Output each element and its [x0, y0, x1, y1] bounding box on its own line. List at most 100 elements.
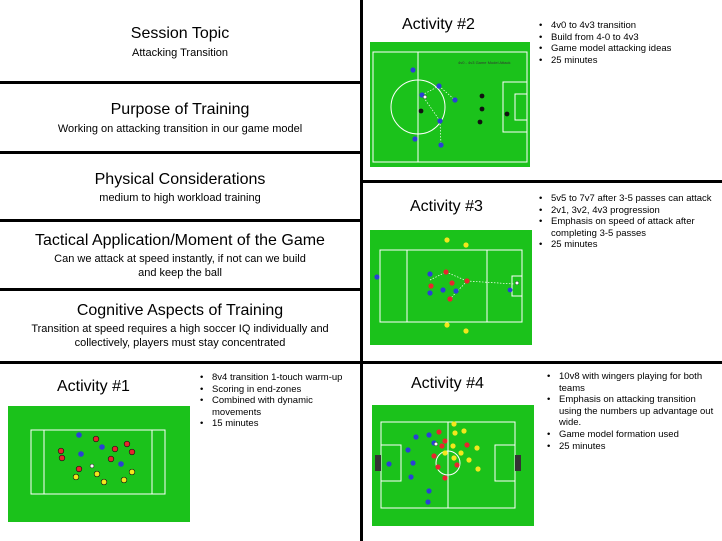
activity-1-diagram [8, 406, 190, 522]
player-marker [507, 287, 513, 293]
player-marker [93, 470, 101, 478]
bullet-item: Game model attacking ideas [537, 43, 717, 55]
player-marker [452, 97, 458, 103]
player-marker [120, 476, 128, 484]
player-marker [452, 430, 458, 436]
bullet-item: 10v8 with wingers playing for both teams [545, 371, 717, 394]
purpose-title: Purpose of Training [110, 101, 250, 118]
player-marker [425, 499, 431, 505]
activity-2-diagram: 4v0 - 4v3 Game Model Attack [370, 42, 530, 167]
player-marker [479, 93, 485, 99]
player-marker [78, 451, 84, 457]
player-marker [118, 461, 124, 467]
player-marker [75, 465, 83, 473]
player-marker [436, 429, 442, 435]
player-marker [123, 440, 131, 448]
activity-2-players [410, 67, 510, 148]
player-marker [423, 95, 428, 100]
activity-4-diagram [372, 405, 534, 526]
player-marker [442, 450, 448, 456]
player-marker [450, 443, 456, 449]
player-marker [458, 450, 464, 456]
player-marker [128, 468, 136, 476]
player-marker [504, 111, 510, 117]
activity-2-diagram-caption: 4v0 - 4v3 Game Model Attack [458, 60, 510, 65]
bullet-item: 5v5 to 7v7 after 3-5 passes can attack [537, 193, 717, 205]
player-marker [427, 271, 433, 277]
player-marker [442, 438, 448, 444]
bullet-item: Game model formation used [545, 429, 717, 441]
bullet-item: 8v4 transition 1-touch warm-up [198, 372, 356, 384]
tactical-title: Tactical Application/Moment of the Game [35, 232, 325, 249]
player-marker [58, 454, 66, 462]
bullet-item: Emphasis on attacking transition using t… [545, 394, 717, 429]
player-marker [437, 118, 443, 124]
cognitive-value-line2: collectively, players must stay concentr… [74, 337, 286, 349]
player-marker [111, 445, 119, 453]
activity-1-players [57, 432, 136, 486]
player-marker [444, 322, 450, 328]
player-marker [72, 473, 80, 481]
bullet-item: 25 minutes [537, 55, 717, 67]
bullet-item: 25 minutes [545, 441, 717, 453]
player-marker [408, 474, 414, 480]
tactical-value-line1: Can we attack at speed instantly, if not… [54, 253, 306, 265]
player-marker [410, 460, 416, 466]
player-marker [463, 242, 469, 248]
player-marker [463, 328, 469, 334]
player-marker [89, 463, 95, 469]
player-marker [451, 455, 457, 461]
bullet-item: 15 minutes [198, 418, 356, 430]
player-marker [386, 461, 392, 467]
player-marker [440, 287, 446, 293]
divider [0, 81, 360, 84]
tactical-section: Tactical Application/Moment of the Game … [0, 231, 360, 280]
bullet-item: 25 minutes [537, 239, 717, 251]
player-marker [57, 447, 65, 455]
player-marker [413, 434, 419, 440]
player-marker [466, 457, 472, 463]
player-marker [428, 283, 434, 289]
player-marker [435, 464, 441, 470]
player-marker [374, 274, 380, 280]
activity-1-title: Activity #1 [57, 378, 130, 395]
player-marker [99, 444, 105, 450]
activity-4-title: Activity #4 [411, 375, 484, 392]
center-divider [360, 0, 363, 541]
bullet-item: Scoring in end-zones [198, 384, 356, 396]
player-marker [477, 119, 483, 125]
player-marker [107, 455, 115, 463]
bullet-item: Build from 4-0 to 4v3 [537, 32, 717, 44]
player-marker [449, 280, 455, 286]
player-marker [444, 237, 450, 243]
player-marker [439, 443, 445, 449]
player-marker [431, 453, 437, 459]
player-marker [447, 296, 453, 302]
player-marker [438, 142, 444, 148]
tactical-value-line2: and keep the ball [138, 267, 222, 279]
physical-section: Physical Considerations medium to high w… [0, 170, 360, 205]
player-marker [443, 269, 449, 275]
bullet-item: 2v1, 3v2, 4v3 progression [537, 205, 717, 217]
divider [0, 288, 360, 291]
player-marker [427, 290, 433, 296]
activity-1-bullets: 8v4 transition 1-touch warm-up Scoring i… [198, 372, 356, 430]
player-marker [461, 428, 467, 434]
activity-4-bullets: 10v8 with wingers playing for both teams… [545, 371, 717, 452]
bullet-item: Combined with dynamic movements [198, 395, 356, 418]
divider [0, 361, 722, 364]
player-marker [474, 445, 480, 451]
player-marker [464, 442, 470, 448]
divider [0, 219, 360, 222]
divider [0, 151, 360, 154]
physical-value: medium to high workload training [99, 192, 261, 204]
player-marker [128, 448, 136, 456]
player-marker [412, 136, 418, 142]
player-marker [100, 478, 108, 486]
player-marker [405, 447, 411, 453]
player-marker [442, 475, 448, 481]
player-marker [426, 488, 432, 494]
player-marker [410, 67, 416, 73]
divider [363, 180, 722, 183]
player-marker [453, 288, 459, 294]
